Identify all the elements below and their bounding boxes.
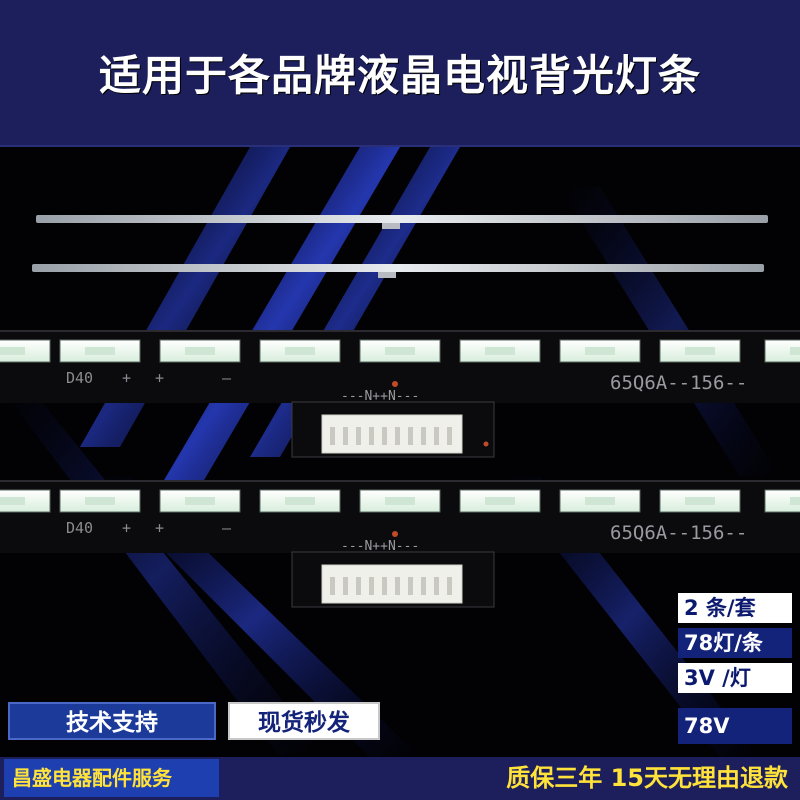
spec-voltage-per-led: 3V /灯 [678, 663, 792, 693]
connector-pin [369, 577, 374, 595]
model-code: 65Q6A--156-- [610, 372, 747, 394]
spec-strip-voltage: 78V [678, 708, 792, 744]
connector-label: ---N++N--- [341, 539, 419, 554]
led-window [85, 347, 115, 355]
connector-pin [421, 577, 426, 595]
connector-pin [408, 577, 413, 595]
silk-plus: + [122, 369, 131, 387]
silk-minus: — [222, 369, 232, 387]
silk-d40: D40 [66, 369, 93, 387]
led-window [790, 347, 800, 355]
model-code: 65Q6A--156-- [610, 522, 747, 544]
connector-pin [330, 577, 335, 595]
led-window [790, 497, 800, 505]
spec-strips-per-set: 2 条/套 [678, 593, 792, 623]
led-window [185, 347, 215, 355]
silk-plus: + [122, 519, 131, 537]
led-window [685, 497, 715, 505]
guarantee-text: 质保三年 15天无理由退款 [506, 764, 788, 792]
led-window [285, 497, 315, 505]
led-window [0, 347, 25, 355]
strip-closeup-2: D40 + + — ---N++N--- 65Q6A--156-- [0, 480, 800, 608]
connector-pin [447, 427, 452, 445]
connector-pin [382, 427, 387, 445]
strip-overview-1 [36, 215, 768, 229]
silk-plus: + [155, 519, 164, 537]
connector-pin [434, 427, 439, 445]
product-photo: D40 + + — ---N++N--- 65Q6A--156-- D40 + … [0, 147, 800, 757]
silk-minus: — [222, 519, 232, 537]
title-banner: 适用于各品牌液晶电视背光灯条 [0, 0, 800, 147]
led-strip-photo: D40 + + — ---N++N--- 65Q6A--156-- D40 + … [0, 147, 800, 757]
in-stock-badge: 现货秒发 [228, 702, 380, 740]
led-window [385, 497, 415, 505]
led-window [385, 347, 415, 355]
led-window [585, 347, 615, 355]
tech-support-badge: 技术支持 [8, 702, 216, 740]
connector-label: ---N++N--- [341, 389, 419, 404]
banner-title: 适用于各品牌液晶电视背光灯条 [98, 51, 701, 100]
connector-pin [395, 577, 400, 595]
connector-pin [356, 577, 361, 595]
led-window [685, 347, 715, 355]
led-window [485, 347, 515, 355]
strip-overview-2 [32, 264, 764, 278]
connector-pin [330, 427, 335, 445]
spec-leds-per-strip: 78灯/条 [678, 628, 792, 658]
shop-name: 昌盛电器配件服务 [4, 759, 219, 797]
led-chip [764, 339, 800, 363]
connector-pin [434, 577, 439, 595]
led-window [0, 497, 25, 505]
led-window [585, 497, 615, 505]
connector-pin [421, 427, 426, 445]
connector-pin [369, 427, 374, 445]
led-chip [764, 489, 800, 513]
connector-pin [408, 427, 413, 445]
connector-pin [395, 427, 400, 445]
connector-pin [382, 577, 387, 595]
connector-pin [356, 427, 361, 445]
strip-closeup-1: D40 + + — ---N++N--- 65Q6A--156-- [0, 330, 800, 458]
silk-plus: + [155, 369, 164, 387]
led-window [185, 497, 215, 505]
connector-pin [343, 577, 348, 595]
led-window [485, 497, 515, 505]
led-window [285, 347, 315, 355]
silk-d40: D40 [66, 519, 93, 537]
connector-pin [447, 577, 452, 595]
led-window [85, 497, 115, 505]
connector-pin [343, 427, 348, 445]
